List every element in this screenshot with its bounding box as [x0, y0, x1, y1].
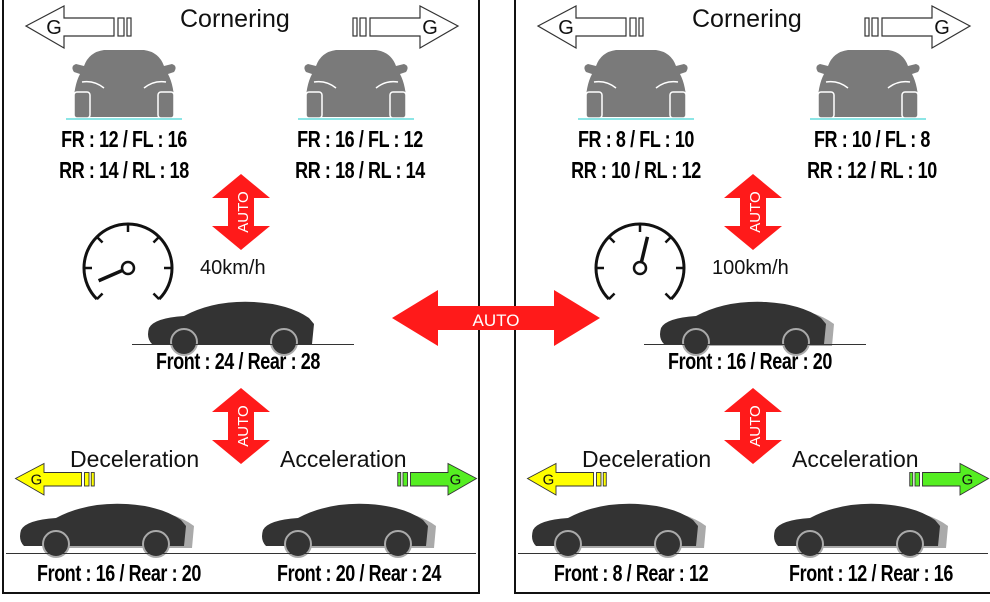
- g-arrow-left-icon: G: [24, 5, 132, 50]
- car-front-icon: [810, 50, 926, 120]
- deceleration-title: Deceleration: [582, 446, 712, 472]
- g-arrow-accel-icon: G: [909, 462, 990, 496]
- g-label: G: [450, 472, 462, 489]
- speedometer-icon: [82, 222, 174, 301]
- car-side-icon: [774, 503, 948, 558]
- g-arrow-right-icon: G: [352, 5, 460, 50]
- panel-low-speed: G Cornering G FR : 12 / FL : 16 RR : 14 …: [2, 0, 480, 594]
- corner-right-rear: RR : 18 / RL : 14: [295, 157, 425, 183]
- g-arrow-left-icon: G: [536, 5, 644, 50]
- ground-line: [644, 344, 866, 345]
- auto-label: AUTO: [235, 405, 252, 446]
- cornering-title: Cornering: [692, 5, 802, 33]
- ground-line: [518, 553, 988, 554]
- speedometer-icon: [594, 222, 686, 301]
- corner-left-rear: RR : 10 / RL : 12: [571, 157, 701, 183]
- g-label: G: [962, 472, 974, 489]
- deceleration-title: Deceleration: [70, 446, 200, 472]
- panel-high-speed: G Cornering G FR : 8 / FL : 10 RR : 10 /…: [514, 0, 990, 594]
- car-front-icon: [66, 50, 182, 120]
- car-side-icon: [532, 503, 706, 558]
- g-label: G: [422, 17, 438, 39]
- g-label: G: [558, 17, 574, 39]
- g-arrow-right-icon: G: [864, 5, 972, 50]
- corner-left-rear: RR : 14 / RL : 18: [59, 157, 189, 183]
- cruise-damping: Front : 16 / Rear : 20: [668, 348, 832, 374]
- cornering-title: Cornering: [180, 5, 290, 33]
- speed-label: 100km/h: [712, 257, 789, 279]
- g-arrow-decel-icon: G: [526, 462, 607, 496]
- corner-left-front: FR : 8 / FL : 10: [577, 126, 695, 152]
- car-side-icon: [262, 503, 436, 558]
- auto-label: AUTO: [747, 191, 764, 232]
- g-label: G: [31, 472, 43, 489]
- corner-right-front: FR : 16 / FL : 12: [297, 126, 423, 152]
- g-label: G: [543, 472, 555, 489]
- g-label: G: [934, 17, 950, 39]
- cruise-damping: Front : 24 / Rear : 28: [156, 348, 320, 374]
- vertical-auto-arrow: AUTO: [212, 174, 270, 250]
- vertical-auto-arrow: AUTO: [724, 174, 782, 250]
- decel-damping: Front : 8 / Rear : 12: [553, 560, 709, 586]
- corner-right-front: FR : 10 / FL : 8: [813, 126, 931, 152]
- car-front-icon: [298, 50, 414, 120]
- acceleration-title: Acceleration: [792, 446, 919, 472]
- decel-damping: Front : 16 / Rear : 20: [37, 560, 201, 586]
- accel-damping: Front : 12 / Rear : 16: [789, 560, 953, 586]
- ground-line: [6, 553, 476, 554]
- speed-label: 40km/h: [200, 257, 266, 279]
- corner-left-front: FR : 12 / FL : 16: [61, 126, 187, 152]
- g-arrow-decel-icon: G: [14, 462, 95, 496]
- vertical-auto-arrow: AUTO: [212, 388, 270, 464]
- acceleration-title: Acceleration: [280, 446, 407, 472]
- auto-label: AUTO: [747, 405, 764, 446]
- vertical-auto-arrow: AUTO: [724, 388, 782, 464]
- car-side-icon: [660, 301, 834, 356]
- center-auto-arrow: AUTO: [392, 290, 600, 346]
- car-side-icon: [20, 503, 194, 558]
- accel-damping: Front : 20 / Rear : 24: [277, 560, 441, 586]
- g-label: G: [46, 17, 62, 39]
- car-front-icon: [578, 50, 694, 120]
- center-auto-label: AUTO: [473, 311, 520, 330]
- car-side-icon: [148, 301, 314, 356]
- corner-right-rear: RR : 12 / RL : 10: [807, 157, 937, 183]
- auto-label: AUTO: [235, 191, 252, 232]
- g-arrow-accel-icon: G: [397, 462, 478, 496]
- ground-line: [132, 344, 354, 345]
